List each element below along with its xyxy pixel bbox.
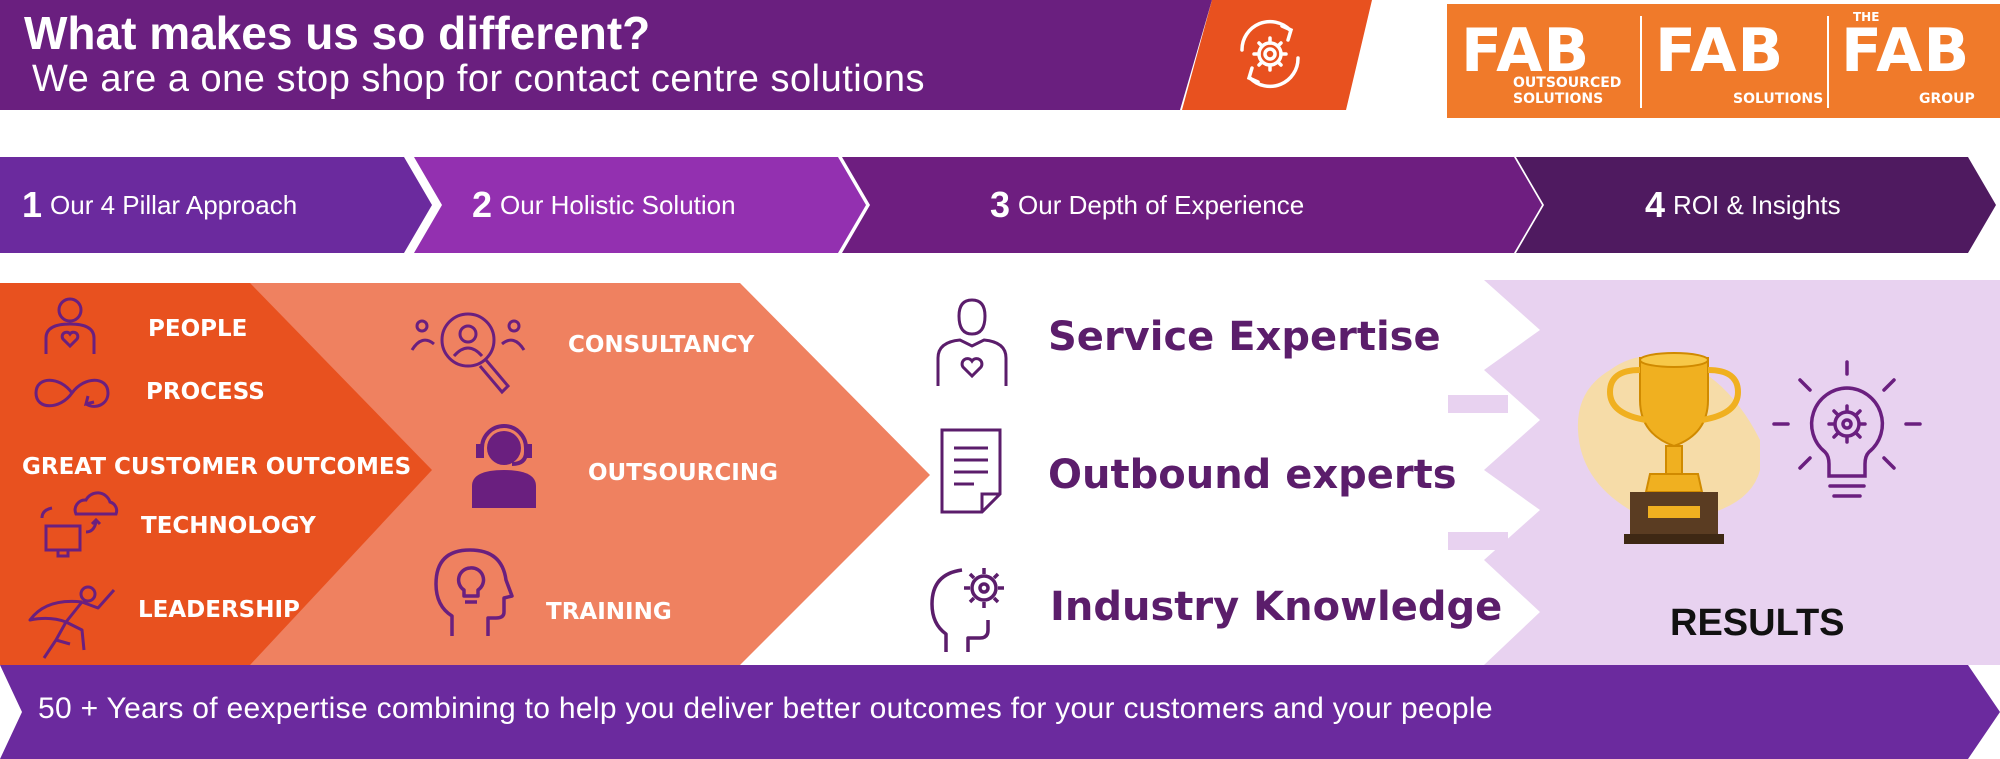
lightbulb-gear-icon xyxy=(1772,360,1922,498)
magnifier-people-icon xyxy=(410,312,526,395)
logo-divider xyxy=(1827,16,1829,108)
pillar-leadership: LEADERSHIP xyxy=(138,597,300,623)
solution-training: TRAINING xyxy=(546,599,672,625)
person-heart-icon xyxy=(44,297,96,354)
head-gear-icon xyxy=(930,568,1004,652)
page-subtitle: We are a one stop shop for contact centr… xyxy=(32,58,925,100)
person-heart-icon xyxy=(936,298,1008,386)
infinity-arrow-icon xyxy=(34,378,110,408)
pillar-people: PEOPLE xyxy=(148,316,248,342)
experience-outbound: Outbound experts xyxy=(1048,452,1457,498)
logo-fab-outsourced: FAB OUTSOURCED SOLUTIONS xyxy=(1461,16,1622,107)
footer-text: 50 + Years of eexpertise combining to he… xyxy=(38,692,1493,725)
company-logos: FAB OUTSOURCED SOLUTIONS FAB SOLUTIONS T… xyxy=(1447,4,2000,118)
header-orange-badge xyxy=(1182,0,1372,110)
step-2-number: 2 xyxy=(472,184,493,225)
step-1-label: Our 4 Pillar Approach xyxy=(50,189,298,220)
step-4: 4 ROI & Insights xyxy=(1645,157,1945,253)
logo-fab-solutions: FAB SOLUTIONS xyxy=(1655,16,1824,107)
step-3-number: 3 xyxy=(990,184,1011,225)
head-bulb-icon xyxy=(434,548,514,636)
superhero-icon xyxy=(28,585,116,659)
step-3-label: Our Depth of Experience xyxy=(1018,189,1305,220)
pillar-process: PROCESS xyxy=(146,379,265,405)
footer-band xyxy=(0,665,2000,759)
trophy-icon xyxy=(1577,352,1760,544)
logo-divider xyxy=(1640,16,1642,108)
header-bar xyxy=(0,0,1212,110)
gear-refresh-icon xyxy=(1240,19,1300,89)
step-3: 3 Our Depth of Experience xyxy=(990,157,1410,253)
experience-industry: Industry Knowledge xyxy=(1050,584,1503,630)
document-icon xyxy=(940,428,1002,514)
step-4-label: ROI & Insights xyxy=(1673,189,1841,220)
results-connector xyxy=(1448,395,1508,413)
results-label: RESULTS xyxy=(1670,602,1845,644)
step-4-chevron xyxy=(1516,157,1996,253)
step-1: 1 Our 4 Pillar Approach xyxy=(22,157,402,253)
step-1-number: 1 xyxy=(22,184,43,225)
solution-consultancy: CONSULTANCY xyxy=(568,332,755,358)
solution-outsourcing: OUTSOURCING xyxy=(588,460,778,486)
pillars-arrow xyxy=(0,283,432,665)
cloud-computer-icon xyxy=(40,491,119,558)
pillar-technology: TECHNOLOGY xyxy=(141,513,316,539)
step-2-chevron xyxy=(414,157,866,253)
solutions-arrow xyxy=(250,283,930,665)
page-title: What makes us so different? xyxy=(24,7,651,59)
step-2-label: Our Holistic Solution xyxy=(500,189,736,220)
headset-agent-icon xyxy=(472,424,536,508)
step-1-chevron xyxy=(0,157,432,253)
step-3-chevron xyxy=(842,157,1542,253)
logo-the-fab-group: THE FAB GROUP xyxy=(1841,10,1975,107)
step-2: 2 Our Holistic Solution xyxy=(472,157,832,253)
results-connector xyxy=(1448,532,1508,550)
step-4-number: 4 xyxy=(1645,184,1666,225)
experience-service: Service Expertise xyxy=(1048,314,1441,360)
pillar-outcomes: GREAT CUSTOMER OUTCOMES xyxy=(22,454,412,480)
